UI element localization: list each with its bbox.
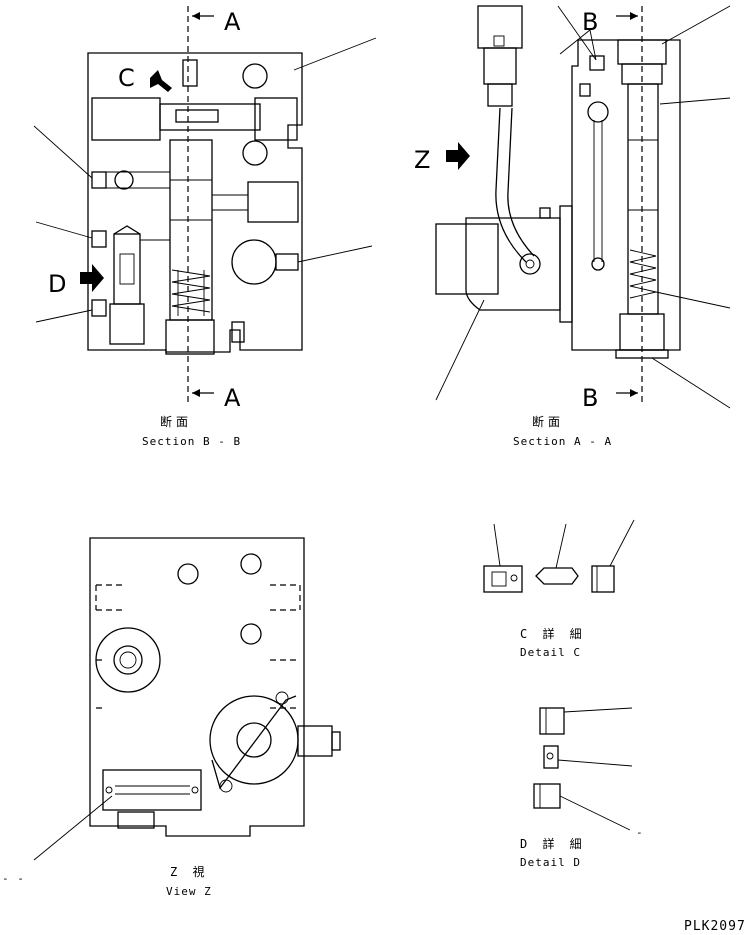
section-aa-caption-jp: 断面: [532, 414, 564, 429]
arrow-d-icon: [80, 264, 104, 292]
detail-d-caption-en: Detail D: [520, 856, 581, 869]
arrow-d-label: D: [48, 270, 66, 298]
detail-d: - D 詳 細 Detail D: [520, 707, 644, 869]
arrow-z-label: Z: [414, 146, 430, 174]
section-bb-view: A A C D 断面 Section B - B: [33, 6, 377, 448]
arrow-c-label: C: [118, 64, 135, 92]
drawing-id: PLK2097: [684, 919, 746, 934]
view-z-caption-en: View Z: [166, 885, 212, 898]
section-bb-marker-bottom: A: [224, 384, 241, 412]
section-aa-caption-en: Section A - A: [513, 435, 612, 448]
svg-text:-: -: [636, 826, 644, 839]
detail-d-caption-jp: D 詳 細: [520, 836, 586, 851]
detail-c-caption-jp: C 詳 細: [520, 626, 586, 641]
svg-text:- -: - -: [2, 872, 25, 885]
section-bb-marker-top: A: [224, 8, 241, 36]
section-aa-marker-top: B: [582, 8, 598, 36]
section-bb-caption-en: Section B - B: [142, 435, 241, 448]
view-z-caption-jp: Z 視: [170, 864, 208, 879]
section-aa-marker-bottom: B: [582, 384, 598, 412]
section-aa-view: B B Z 断面 Section A - A: [414, 5, 731, 448]
detail-c-caption-en: Detail C: [520, 646, 581, 659]
arrow-z-icon: [446, 142, 470, 170]
arrow-c-icon: [150, 70, 172, 92]
section-bb-caption-jp: 断面: [160, 414, 192, 429]
view-z: - - Z 視 View Z: [2, 537, 341, 898]
detail-c: C 詳 細 Detail C: [483, 519, 635, 659]
